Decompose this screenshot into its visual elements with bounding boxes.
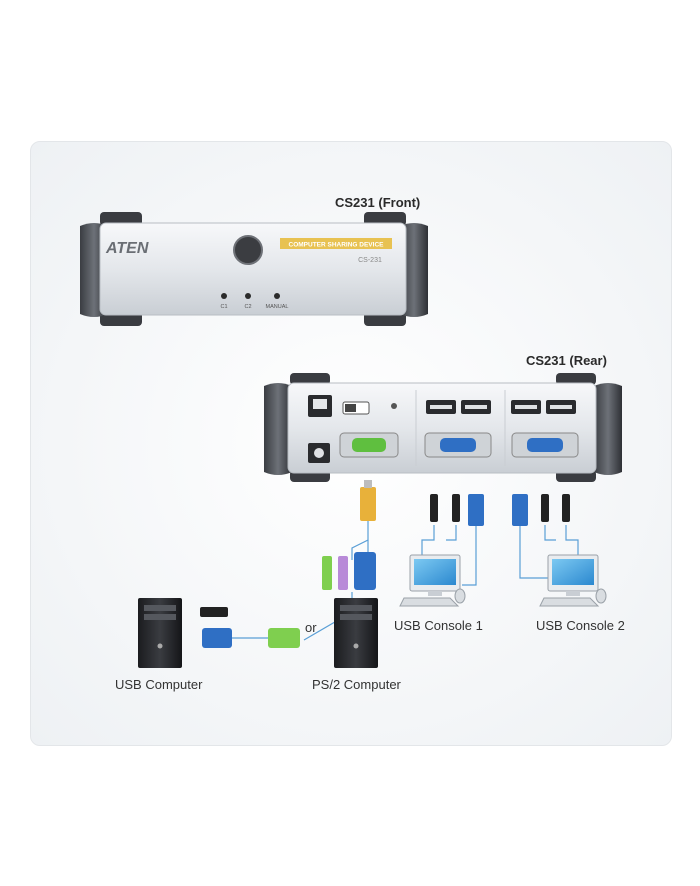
badge-strip — [280, 238, 392, 249]
console1-stand — [428, 591, 442, 596]
console1-usb-plug-a — [430, 494, 438, 522]
selection-button — [233, 235, 263, 265]
led-c2 — [245, 293, 251, 299]
cpu2-vga-port — [527, 438, 563, 452]
console2-vga-plug — [512, 494, 528, 526]
usb-port-cpu2-b-slot — [550, 405, 572, 409]
usb-adapter — [200, 607, 300, 648]
console2-stand — [566, 591, 580, 596]
usb-tower-bay1 — [144, 605, 176, 611]
console1-plugs — [430, 494, 484, 526]
cable-console2-a — [544, 525, 556, 541]
front-unit — [80, 212, 428, 326]
console2-plugs — [512, 494, 570, 526]
ps2-connectors — [322, 552, 376, 590]
cable-console2-b — [565, 525, 579, 555]
rear-title: CS231 (Rear) — [526, 353, 607, 368]
ps2-vga-plug — [354, 552, 376, 590]
ps2-purple-plug — [338, 556, 348, 590]
ps2-green-plug — [322, 556, 332, 590]
usb-tower-bay2 — [144, 614, 176, 620]
console1-mouse — [454, 588, 466, 604]
label-usb-console-2: USB Console 2 — [536, 618, 625, 633]
usb-port-cpu2-a-slot — [515, 405, 537, 409]
label-ps2-computer: PS/2 Computer — [312, 677, 401, 692]
led-c1 — [221, 293, 227, 299]
usb-adapter-plug — [200, 607, 228, 617]
usb-port-cpu1-a-slot — [430, 405, 452, 409]
label-usb-computer: USB Computer — [115, 677, 203, 692]
ps2-tower-power — [353, 643, 359, 649]
console2-usb-plug-b — [562, 494, 570, 522]
cable-console1-vga — [462, 525, 477, 586]
label-usb-console-1: USB Console 1 — [394, 618, 483, 633]
led-label-c2: C2 — [244, 304, 251, 310]
rear-body — [287, 382, 597, 474]
vga-connector-yellow — [360, 480, 376, 521]
cable-console1-b — [446, 525, 457, 541]
ps2-computer-tower — [334, 598, 378, 668]
cable-console2-vga — [519, 525, 548, 579]
rear-right-cap — [594, 383, 622, 475]
console2-mouse — [595, 588, 607, 604]
badge-text: COMPUTER SHARING DEVICE — [289, 242, 385, 249]
console1-keyboard — [399, 597, 460, 607]
console2-keyboard — [539, 597, 600, 607]
cpu1-vga-port — [440, 438, 476, 452]
rear-unit — [264, 373, 622, 482]
usb-adapter-green — [268, 628, 300, 648]
usb-computer-tower — [138, 598, 182, 668]
ps2-tower-bay2 — [340, 614, 372, 620]
rear-led — [391, 403, 397, 409]
front-title: CS231 (Front) — [335, 195, 421, 210]
rear-left-cap — [264, 383, 292, 475]
rear-foot-tr — [556, 373, 596, 385]
console-1 — [399, 554, 466, 607]
cable-vga-to-ps2-split — [351, 520, 369, 560]
console2-usb-plug-a — [541, 494, 549, 522]
front-right-cap — [400, 223, 428, 317]
console1-screen — [414, 559, 456, 585]
console-vga-port — [352, 438, 386, 452]
usb-tower-power — [157, 643, 163, 649]
usb-port-cpu1-b-slot — [465, 405, 487, 409]
usb-adapter-vga — [202, 628, 232, 648]
rj11-opening — [313, 399, 327, 409]
label-or: or — [305, 620, 317, 635]
console2-screen — [552, 559, 594, 585]
console1-usb-plug-b — [452, 494, 460, 522]
dc-power-jack-hole — [314, 448, 324, 458]
led-manual — [274, 293, 280, 299]
model-text: CS-231 — [358, 257, 382, 264]
console1-vga-plug — [468, 494, 484, 526]
aten-logo: ATEN — [105, 240, 149, 257]
rear-foot-tl — [290, 373, 330, 385]
led-label-manual: MANUAL — [266, 304, 289, 310]
ps2-tower-bay1 — [340, 605, 372, 611]
cable-console1-a — [421, 525, 435, 560]
console-2 — [539, 554, 607, 607]
led-label-c1: C1 — [220, 304, 227, 310]
mode-switch-knob — [345, 404, 356, 412]
